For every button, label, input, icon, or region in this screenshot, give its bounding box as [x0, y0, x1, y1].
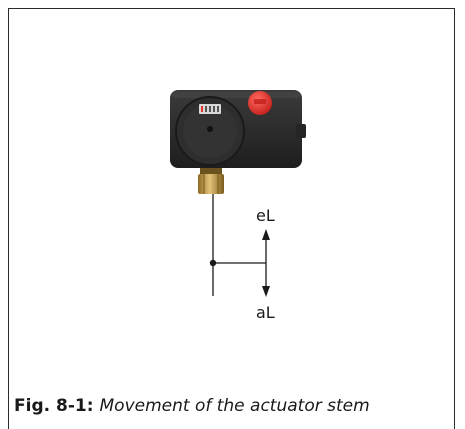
brass-fitting	[198, 168, 224, 194]
caption-label: Fig. 8-1:	[14, 396, 94, 416]
label-aL: aL	[256, 303, 275, 322]
dial-cover	[176, 97, 244, 165]
figure-caption: Fig. 8-1: Movement of the actuator stem	[14, 396, 370, 416]
arrow-down-icon	[262, 286, 270, 297]
arrow-up-icon	[262, 229, 270, 240]
caption-text: Movement of the actuator stem	[100, 396, 370, 416]
red-cap-icon	[248, 91, 272, 115]
label-eL: eL	[256, 206, 275, 225]
